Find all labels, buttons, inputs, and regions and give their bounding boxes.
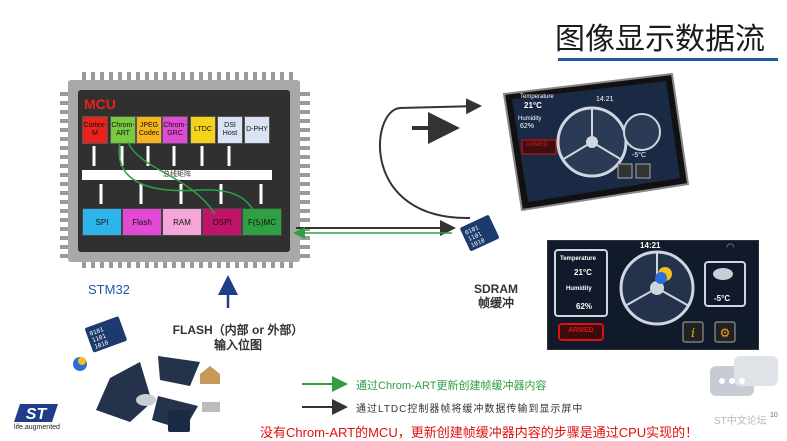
block-label: DSI Host	[222, 122, 238, 137]
svg-text:1010: 1010	[94, 339, 110, 351]
sdram-label-line2: 帧缓冲	[477, 296, 514, 310]
block-label: LTDC	[194, 126, 212, 133]
block-label: Chrom-GRC	[163, 122, 187, 137]
flat-temp-value: 21°C	[574, 268, 592, 277]
tablet-outdoor-temp: -5°C	[632, 152, 647, 159]
flash-label-line1: FLASH（内部 or 外部）	[172, 323, 304, 337]
block-label: Flash	[132, 217, 152, 227]
block-cortex-m: Cortex-M	[82, 116, 108, 144]
logo-tagline: life.augmented	[14, 424, 60, 431]
block-label: Chrom-ART	[111, 122, 135, 137]
tablet-humidity-label: Humidity	[518, 116, 542, 122]
block-chrom-grc: Chrom-GRC	[162, 116, 188, 144]
block-fsmc: F(S)MC	[242, 208, 282, 236]
sdram-label-line1: SDRAM	[474, 282, 518, 296]
block-label: Cortex-M	[83, 122, 107, 137]
slide-title: 图像显示数据流	[555, 22, 765, 57]
block-jpeg-codec: JPEG Codec	[136, 116, 162, 144]
bus-matrix: 总线矩阵	[82, 170, 272, 180]
tablet-temp-label: Temperature	[520, 94, 554, 100]
flat-humidity-value: 62%	[576, 302, 593, 311]
block-label: OSPI	[212, 217, 232, 227]
block-spi: SPI	[82, 208, 122, 236]
block-ospi: OSPI	[202, 208, 242, 236]
footer-note: 没有Chrom-ART的MCU，更新创建帧缓冲器内容的步骤是通过CPU实现的！	[260, 425, 699, 440]
st-logo: ST	[14, 404, 58, 423]
block-ram: RAM	[162, 208, 202, 236]
display-flat-graphics: i ⚙	[554, 249, 746, 343]
svg-text:i: i	[691, 326, 695, 340]
svg-text:⚙: ⚙	[720, 326, 731, 340]
legend-green-text: 通过Chrom-ART更新创建帧缓冲器内容	[356, 380, 547, 392]
chat-bubble-icon	[710, 356, 778, 396]
mcu-label: MCU	[84, 96, 116, 112]
block-label: D-PHY	[246, 126, 268, 133]
wifi-icon: ◠	[726, 242, 735, 253]
watermark: ST中文论坛	[714, 416, 767, 427]
block-ltdc: LTDC	[190, 116, 216, 144]
flat-armed: ARMED	[568, 327, 594, 334]
flat-time: 14:21	[640, 241, 661, 250]
flat-temp-label: Temperature	[560, 256, 596, 262]
tablet-time: 14:21	[596, 96, 614, 103]
svg-text:0101: 0101	[89, 326, 105, 338]
flash-label: FLASH（内部 or 外部） 输入位图	[168, 323, 308, 353]
title-underline	[558, 58, 778, 61]
tablet-armed: ARMED	[526, 142, 548, 148]
block-label: RAM	[173, 217, 191, 227]
tablet-humidity-value: 62%	[520, 123, 535, 130]
flat-outdoor-temp: -5°C	[714, 294, 731, 303]
block-flash: Flash	[122, 208, 162, 236]
legend-black-text: 通过LTDC控制器帧将缓冲数据传输到显示屏中	[356, 404, 584, 415]
tablet-temp-value: 21°C	[524, 101, 542, 110]
flat-humidity-label: Humidity	[566, 286, 592, 292]
block-label: JPEG Codec	[138, 122, 160, 137]
page-number: 10	[770, 412, 778, 419]
sdram-label: SDRAM 帧缓冲	[466, 282, 526, 310]
svg-text:1101: 1101	[91, 333, 107, 345]
block-label: F(S)MC	[248, 217, 276, 227]
block-label: SPI	[95, 217, 109, 227]
chip-name: STM32	[88, 282, 130, 297]
svg-text:ST: ST	[26, 406, 48, 423]
block-d-phy: D-PHY	[244, 116, 270, 144]
block-dsi-host: DSI Host	[217, 116, 243, 144]
flash-label-line2: 输入位图	[213, 338, 262, 352]
display-tablet	[502, 72, 690, 212]
block-chrom-art: Chrom-ART	[110, 116, 136, 144]
